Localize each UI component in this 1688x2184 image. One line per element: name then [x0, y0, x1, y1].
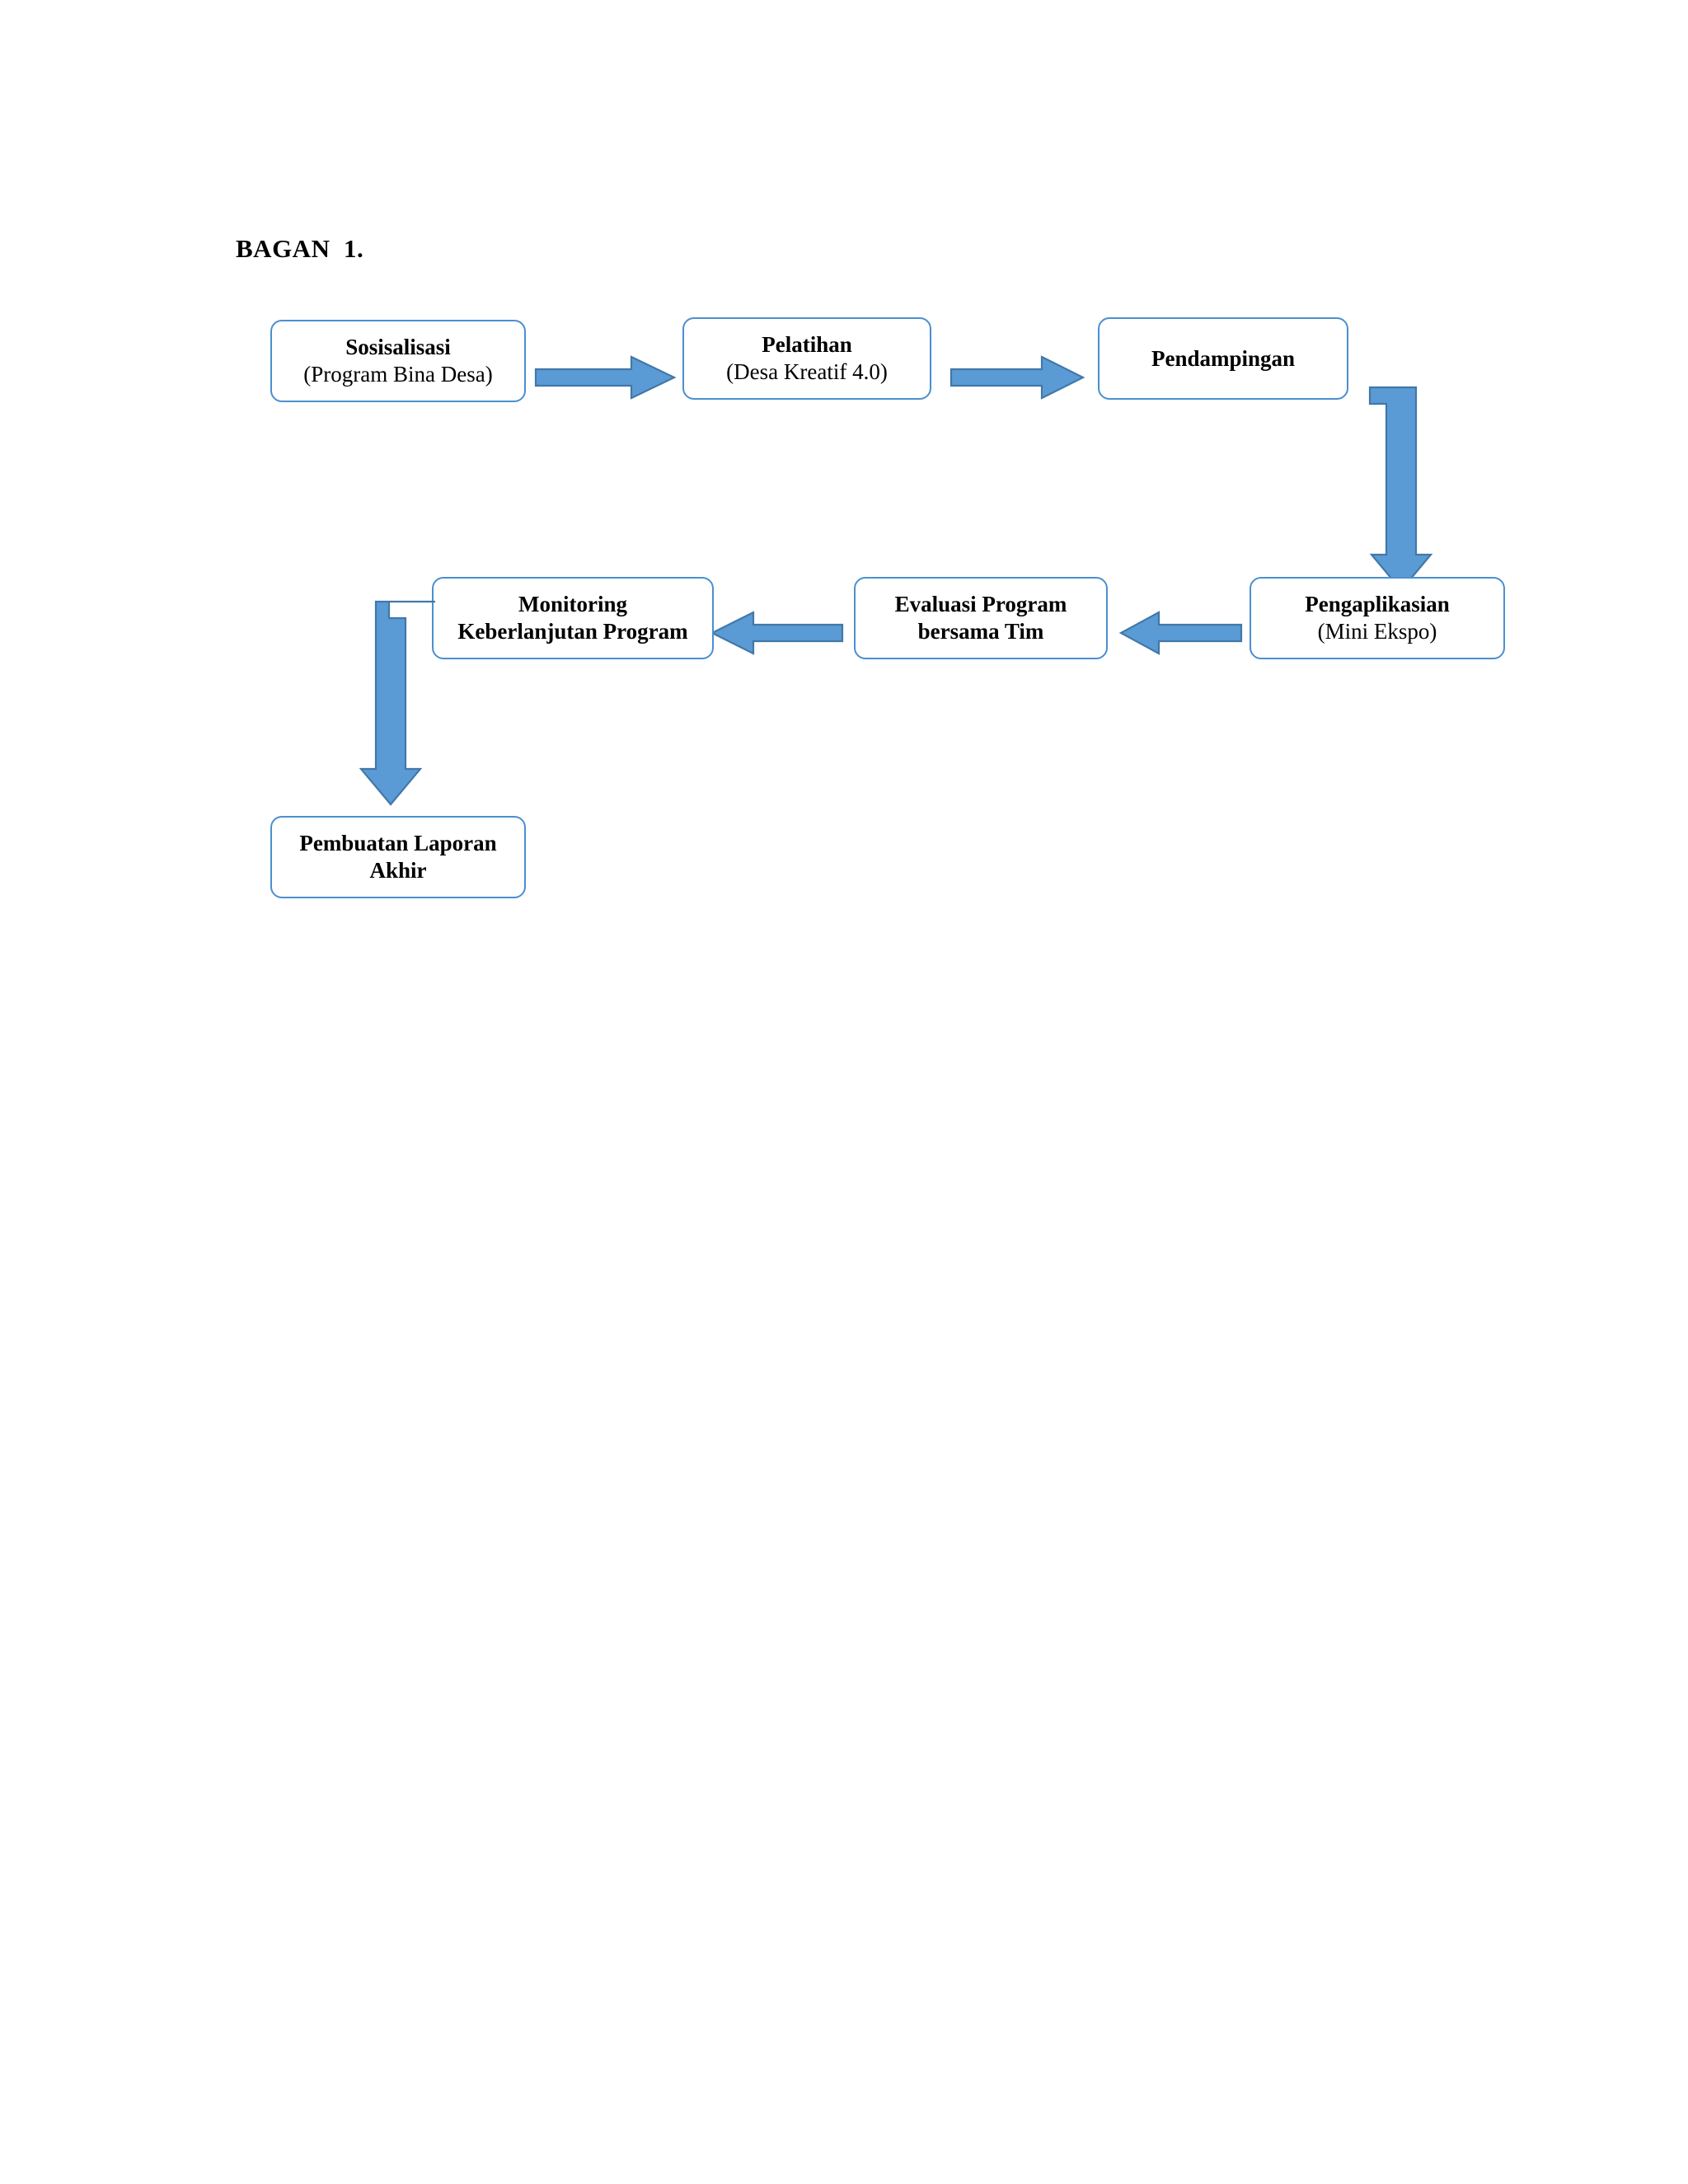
- flow-node-monitoring[interactable]: Monitoring Keberlanjutan Program: [432, 577, 714, 659]
- flow-node-pelatihan-line2: (Desa Kreatif 4.0): [726, 359, 888, 384]
- arrow-pendampingan-to-pengaplikasian: [1368, 386, 1433, 592]
- flow-node-pendampingan[interactable]: Pendampingan: [1098, 317, 1348, 400]
- flow-node-evaluasi-line1: Evaluasi Program: [894, 592, 1067, 617]
- arrow-monitoring-to-laporan: [359, 600, 437, 806]
- flow-node-pengaplikasian[interactable]: Pengaplikasian (Mini Ekspo): [1250, 577, 1505, 659]
- flow-node-monitoring-line1: Monitoring: [518, 592, 627, 617]
- flow-node-monitoring-line2: Keberlanjutan Program: [457, 619, 688, 644]
- flow-node-sosialisasi-line1: Sosisalisasi: [345, 335, 451, 360]
- arrow-sosialisasi-to-pelatihan: [534, 353, 677, 402]
- flow-node-pengaplikasian-line2: (Mini Ekspo): [1317, 619, 1437, 644]
- flow-node-sosialisasi[interactable]: Sosisalisasi (Program Bina Desa): [270, 320, 526, 402]
- arrow-pelatihan-to-pendampingan: [950, 353, 1085, 402]
- flow-node-pendampingan-line1: Pendampingan: [1151, 345, 1296, 371]
- flow-node-pengaplikasian-line1: Pengaplikasian: [1305, 592, 1450, 617]
- page-title: BAGAN 1.: [236, 234, 364, 263]
- flow-node-laporan[interactable]: Pembuatan Laporan Akhir: [270, 816, 526, 898]
- flow-node-evaluasi[interactable]: Evaluasi Program bersama Tim: [854, 577, 1108, 659]
- flow-node-pelatihan-line1: Pelatihan: [762, 332, 852, 358]
- flow-node-sosialisasi-line2: (Program Bina Desa): [303, 362, 493, 387]
- flow-node-laporan-line1: Pembuatan Laporan: [299, 831, 497, 856]
- flow-node-evaluasi-line2: bersama Tim: [917, 619, 1044, 644]
- flow-node-pelatihan[interactable]: Pelatihan (Desa Kreatif 4.0): [682, 317, 931, 400]
- arrow-evaluasi-to-monitoring: [710, 608, 844, 658]
- arrow-pengaplikasian-to-evaluasi: [1118, 608, 1243, 658]
- flow-node-laporan-line2: Akhir: [369, 858, 427, 883]
